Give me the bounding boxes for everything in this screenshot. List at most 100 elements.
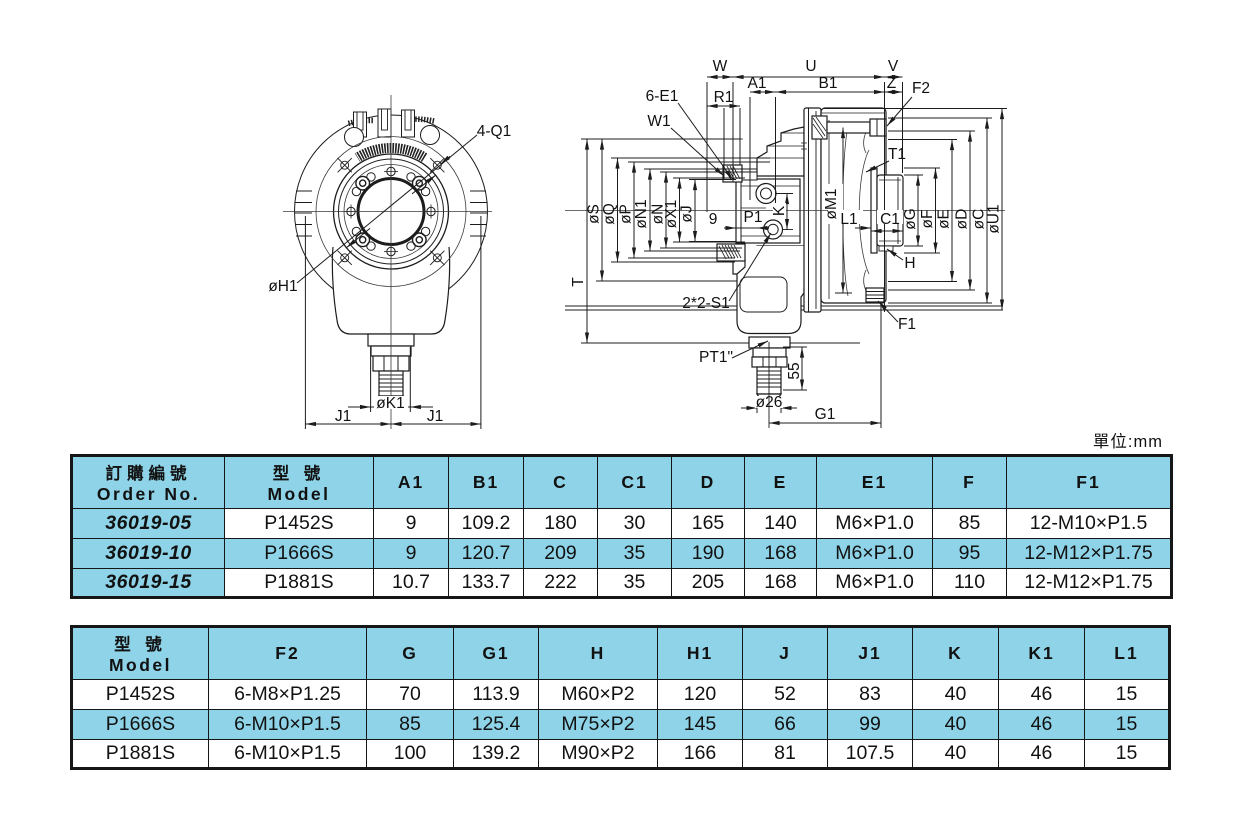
dim-label-m1: øM1	[823, 189, 840, 220]
dim-label-c1: C1	[880, 211, 900, 228]
spec-cell: 168	[744, 567, 817, 599]
spec-cell: 120.7	[448, 537, 524, 569]
spec-cell: 107.5	[827, 738, 913, 770]
column-header: G1	[453, 626, 539, 680]
spec-cell: 12-M10×P1.5	[1006, 508, 1172, 539]
dim-label-p: øP	[618, 204, 635, 224]
column-header: C1	[597, 455, 672, 509]
dim-label-u1: øU1	[986, 204, 1003, 233]
dim-label-t: T	[570, 277, 587, 287]
spec-cell: 40	[912, 738, 999, 770]
spec-cell: P1666S	[224, 537, 374, 569]
spec-cell: 15	[1084, 679, 1170, 710]
dim-label-f1: F1	[898, 316, 916, 333]
spec-cell: 99	[827, 708, 913, 740]
spec-cell: 40	[912, 679, 999, 710]
spec-cell: 12-M12×P1.75	[1006, 567, 1172, 599]
dim-label-z: Z	[887, 75, 896, 92]
spec-cell: 9	[373, 508, 449, 539]
dim-label-gd: øG	[902, 208, 919, 230]
spec-cell: 36019-05	[71, 508, 225, 539]
clamp-tabs	[353, 108, 415, 138]
dim-label-l1: L1	[840, 211, 857, 228]
dim-label-k1: øK1	[376, 395, 404, 412]
column-header: F	[932, 455, 1007, 509]
spec-cell: P1666S	[71, 708, 209, 740]
side-body	[716, 107, 904, 400]
column-header: B1	[448, 455, 524, 509]
dim-label-ed: øE	[936, 209, 953, 229]
spec-cell: 6-M8×P1.25	[208, 679, 367, 710]
column-header: A1	[373, 455, 449, 509]
column-header: G	[366, 626, 454, 680]
spec-cell: 120	[657, 679, 743, 710]
spec-cell: P1881S	[71, 738, 209, 770]
column-header: D	[671, 455, 745, 509]
spec-cell: 35	[597, 537, 672, 569]
dim-label-w: W	[713, 58, 728, 75]
dim-label-h: H	[904, 255, 915, 272]
spec-cell: 222	[523, 567, 598, 599]
column-header: K	[912, 626, 999, 680]
dim-label-b1: B1	[819, 75, 838, 92]
column-header: E	[744, 455, 817, 509]
unit-note: 單位:mm	[1092, 433, 1163, 451]
spec-cell: 180	[523, 508, 598, 539]
cooling-fins-right	[470, 190, 487, 237]
spec-cell: 165	[671, 508, 745, 539]
spec-cell: M90×P2	[538, 738, 658, 770]
column-header: L1	[1084, 626, 1170, 680]
spec-cell: 70	[366, 679, 454, 710]
dim-label-9: 9	[709, 211, 718, 228]
spec-cell: 15	[1084, 738, 1170, 770]
technical-drawing: øK1 J1 J1 4-Q1 øH1	[268, 58, 1007, 429]
spec-cell: 109.2	[448, 508, 524, 539]
spec-cell: 139.2	[453, 738, 539, 770]
spec-cell: 46	[998, 679, 1085, 710]
spec-cell: M6×P1.0	[816, 567, 933, 599]
dim-label-4q1: 4-Q1	[477, 123, 511, 140]
column-header: J1	[827, 626, 913, 680]
cooling-fins-left	[295, 190, 312, 237]
column-header: J	[742, 626, 828, 680]
spec-cell: 36019-15	[71, 567, 225, 599]
k1-dimension: øK1	[348, 347, 433, 412]
dim-label-w1: W1	[647, 113, 670, 130]
spec-cell: 168	[744, 537, 817, 569]
h1-diagonal	[296, 134, 478, 284]
dim-label-j1-right: J1	[427, 408, 443, 425]
spec-cell: 140	[744, 508, 817, 539]
front-view: øK1 J1 J1 4-Q1 øH1	[268, 95, 511, 429]
dim-label-q: øQ	[601, 203, 618, 225]
column-header: C	[523, 455, 598, 509]
spec-cell: 46	[998, 708, 1085, 740]
spec-cell: P1452S	[71, 679, 209, 710]
spec-cell: P1452S	[224, 508, 374, 539]
spec-cell: 83	[827, 679, 913, 710]
dim-label-j: øJ	[679, 205, 696, 222]
spec-cell: 166	[657, 738, 743, 770]
dim-label-cd: øC	[971, 209, 988, 230]
spec-cell: 10.7	[373, 567, 449, 599]
spec-cell: 205	[671, 567, 745, 599]
dim-label-t1: T1	[888, 146, 906, 163]
spec-cell: M6×P1.0	[816, 537, 933, 569]
rim-hatch-right	[408, 116, 435, 124]
dim-label-j1-left: J1	[335, 408, 351, 425]
side-view: W U V A1 B1 Z R1 F2 6-E1 W1	[565, 58, 1007, 428]
spec-cell: 40	[912, 708, 999, 740]
spec-cell: M60×P2	[538, 679, 658, 710]
spec-cell: 110	[932, 567, 1007, 599]
dim-label-fd: øF	[919, 210, 936, 229]
